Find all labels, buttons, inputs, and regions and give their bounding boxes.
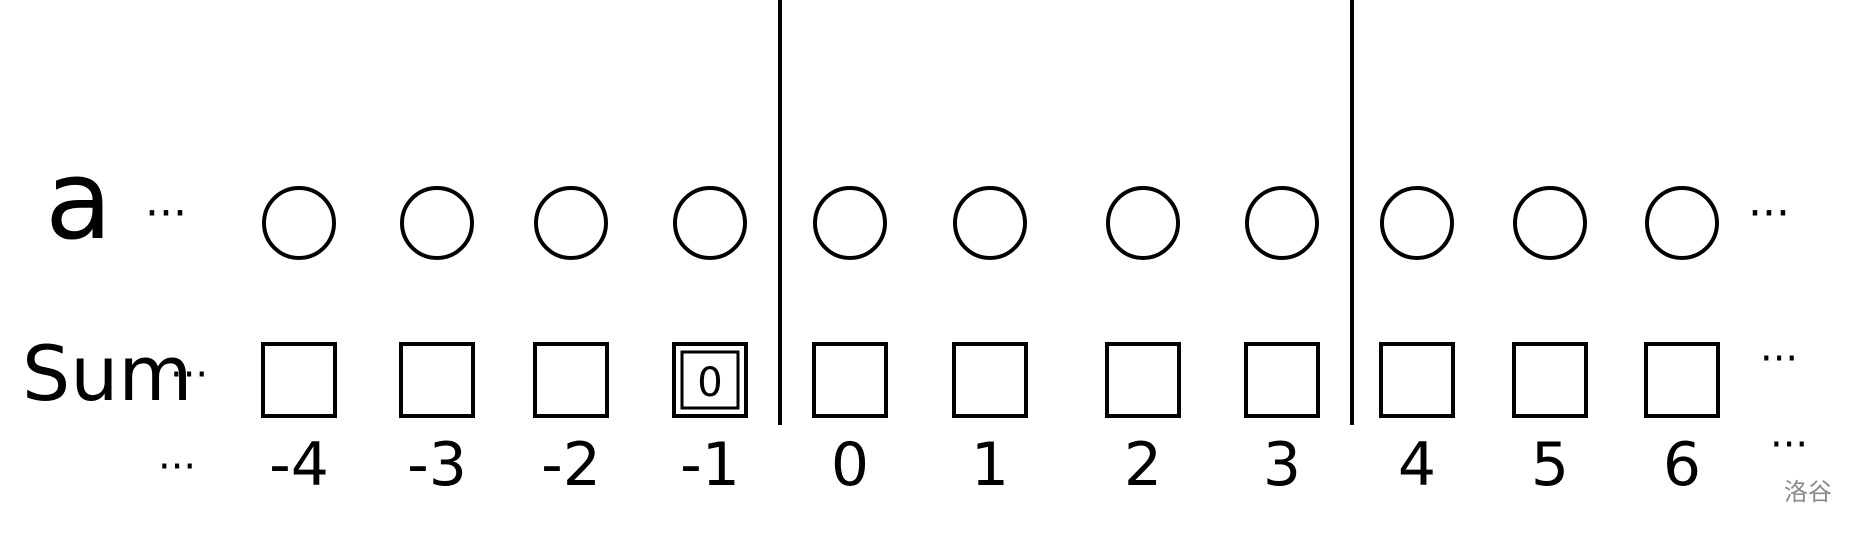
row-label-sum: Sum (22, 329, 192, 418)
index-label: -4 (269, 430, 329, 500)
a-cell-circle (1106, 186, 1180, 260)
sum-cell-square (1244, 342, 1320, 418)
sum-cell-inner-square (680, 350, 740, 410)
a-cell-circle (1513, 186, 1587, 260)
index-label: 3 (1263, 430, 1301, 500)
index-label: 6 (1663, 430, 1701, 500)
row-label-a: a (45, 136, 112, 264)
sum-cell-square (672, 342, 748, 418)
sum-cell-square (261, 342, 337, 418)
sum-cell-square (399, 342, 475, 418)
sum-cell-square (533, 342, 609, 418)
a-cell-circle (953, 186, 1027, 260)
a-cell-circle (673, 186, 747, 260)
sum-cell-square (1379, 342, 1455, 418)
dots-a-right: ··· (1748, 188, 1790, 239)
dots-sum-right: ··· (1760, 336, 1798, 382)
a-cell-circle (1645, 186, 1719, 260)
a-cell-circle (813, 186, 887, 260)
index-label: -3 (407, 430, 467, 500)
a-cell-circle (1380, 186, 1454, 260)
sum-cell-square (1105, 342, 1181, 418)
index-label: -2 (541, 430, 601, 500)
sum-cell-value: 0 (697, 360, 722, 406)
a-cell-circle (534, 186, 608, 260)
index-label: 0 (831, 430, 869, 500)
sum-cell-square (1644, 342, 1720, 418)
index-label: 4 (1398, 430, 1436, 500)
sum-cell-square (952, 342, 1028, 418)
dots-sum-left: ··· (170, 352, 208, 398)
a-cell-circle (262, 186, 336, 260)
watermark: 洛谷 (1784, 478, 1832, 506)
dots-index-right: ··· (1770, 422, 1808, 468)
index-label: -1 (680, 430, 740, 500)
index-label: 2 (1124, 430, 1162, 500)
sum-cell-square (812, 342, 888, 418)
cells-group: -4 -3 -2 0 -1 0 1 2 3 4 5 6 (261, 186, 1720, 500)
sum-cell-square (1512, 342, 1588, 418)
dots-index-left: ··· (158, 444, 196, 490)
index-label: 1 (971, 430, 1009, 500)
index-label: 5 (1531, 430, 1569, 500)
a-cell-circle (1245, 186, 1319, 260)
a-cell-circle (400, 186, 474, 260)
dots-a-left: ··· (145, 188, 187, 239)
